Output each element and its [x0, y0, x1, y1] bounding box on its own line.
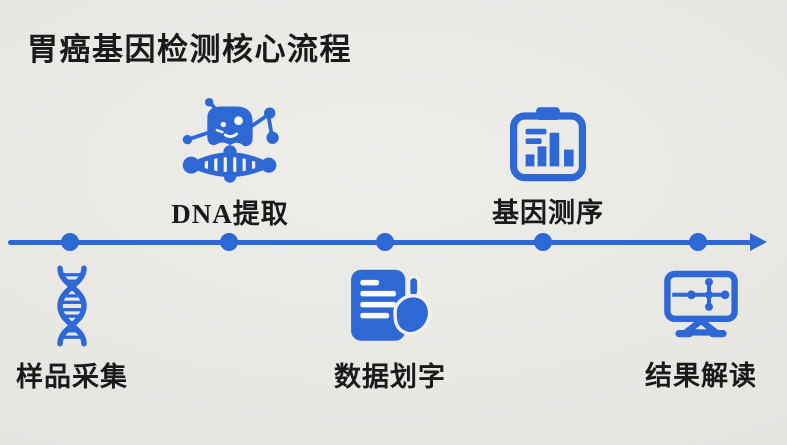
- page-title: 胃癌基因检测核心流程: [27, 32, 352, 67]
- arrow-right-icon: [750, 233, 767, 251]
- step-label: 基因测序: [492, 198, 604, 228]
- timeline-dot: [61, 233, 79, 251]
- monitor-network-icon: [661, 263, 741, 349]
- timeline-dot: [376, 233, 394, 251]
- step-label: DNA提取: [171, 199, 289, 229]
- step-data-analysis: 数据划字: [315, 263, 465, 394]
- document-stomach-icon: [346, 263, 434, 350]
- step-result-interpretation: 结果解读: [626, 263, 776, 393]
- step-gene-sequencing: 基因测序: [473, 101, 623, 230]
- step-label: 数据划字: [334, 362, 446, 392]
- dna-molecule-icon: [178, 97, 282, 187]
- step-label: 样品采集: [16, 362, 128, 392]
- step-sample-collection: 样品采集: [0, 262, 147, 394]
- clipboard-chart-icon: [508, 101, 588, 186]
- dna-helix-icon: [49, 262, 95, 350]
- timeline-dot: [220, 233, 238, 251]
- timeline-dot: [534, 233, 552, 251]
- step-label: 结果解读: [645, 361, 757, 391]
- timeline-dot: [689, 233, 707, 251]
- step-dna-extraction: DNA提取: [155, 97, 305, 231]
